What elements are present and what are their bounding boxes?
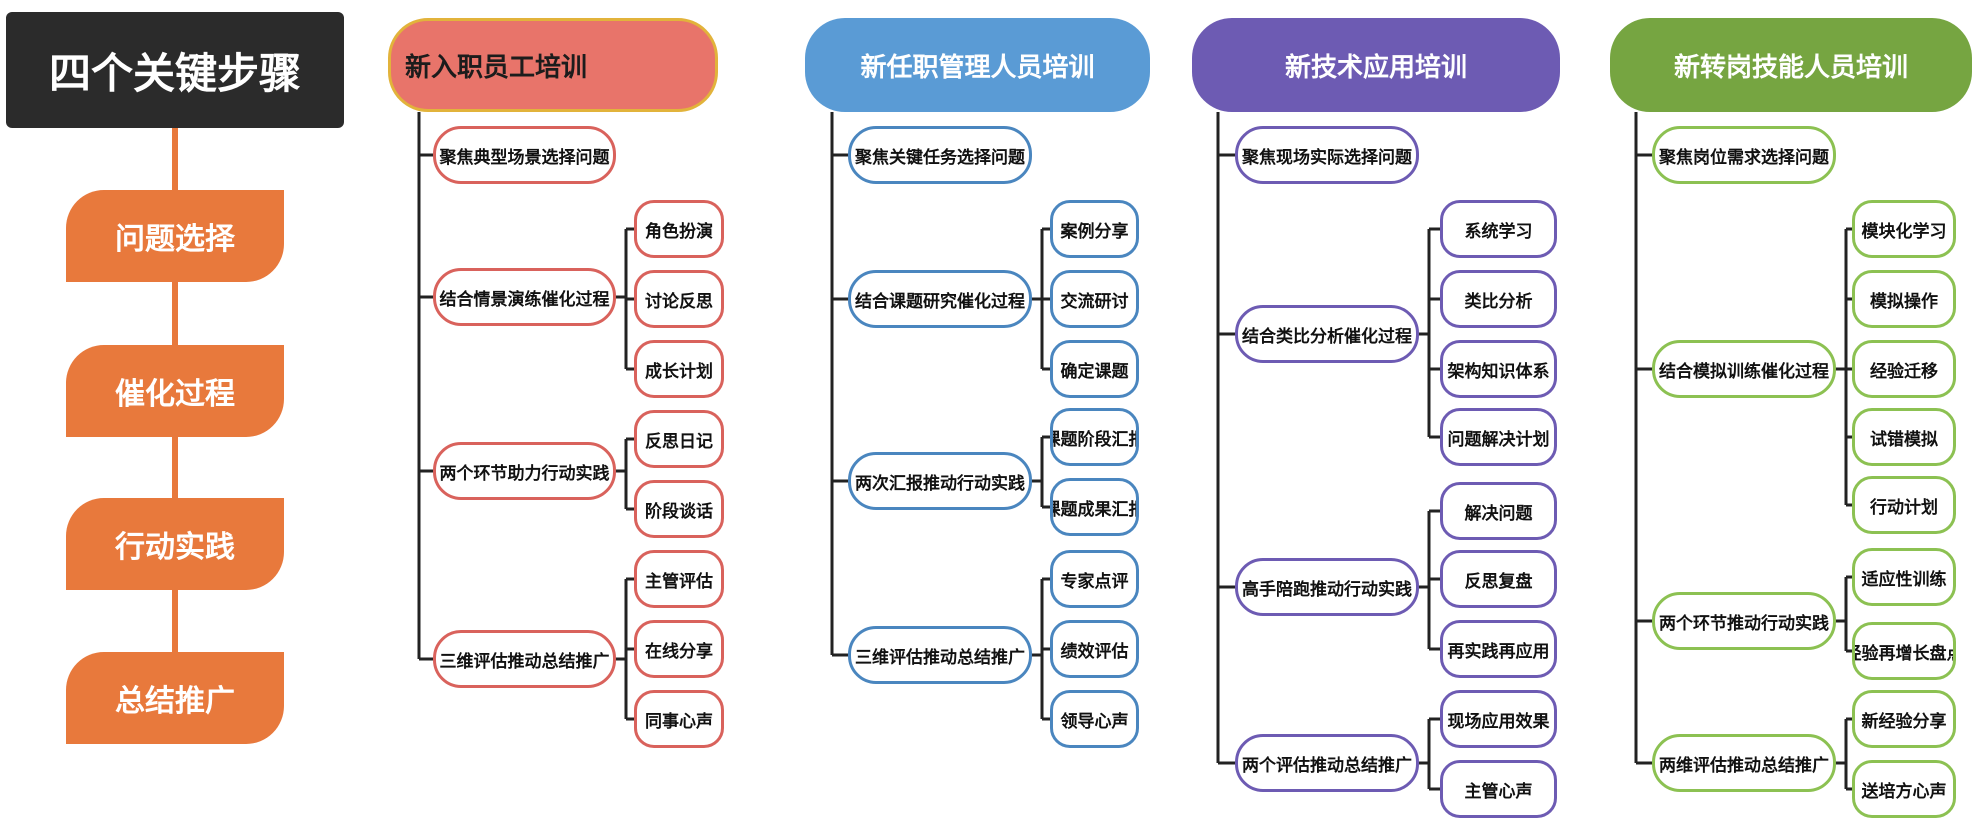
column-4-node-2: 结合模拟训练催化过程 (1652, 340, 1836, 398)
column-3-node-3: 高手陪跑推动行动实践 (1235, 558, 1419, 616)
column-1-node-4: 三维评估推动总结推广 (433, 630, 616, 688)
column-4-leaf-2-5: 行动计划 (1852, 476, 1956, 534)
column-2-node-4: 三维评估推动总结推广 (848, 626, 1032, 684)
column-3-leaf-4-2: 主管心声 (1440, 760, 1557, 818)
column-1-node-2: 结合情景演练催化过程 (433, 268, 616, 326)
column-2-leaf-4-1: 专家点评 (1050, 550, 1139, 608)
column-1-leaf-3-2: 阶段谈话 (634, 480, 724, 538)
column-4-leaf-2-1: 模块化学习 (1852, 200, 1956, 258)
column-2-node-2: 结合课题研究催化过程 (848, 270, 1032, 328)
diagram-title: 四个关键步骤 (6, 12, 344, 128)
column-3-leaf-3-3: 再实践再应用 (1440, 620, 1557, 678)
column-3-leaf-2-2: 类比分析 (1440, 270, 1557, 328)
column-header-1: 新入职员工培训 (388, 18, 718, 112)
column-1-leaf-3-1: 反思日记 (634, 410, 724, 468)
column-1-leaf-2-2: 讨论反思 (634, 270, 724, 328)
column-3-leaf-2-4: 问题解决计划 (1440, 408, 1557, 466)
column-4-leaf-2-3: 经验迁移 (1852, 340, 1956, 398)
column-2-node-1: 聚焦关键任务选择问题 (848, 126, 1032, 184)
column-3-node-1: 聚焦现场实际选择问题 (1235, 126, 1419, 184)
column-1-leaf-2-3: 成长计划 (634, 340, 724, 398)
column-2-leaf-3-1: 课题阶段汇报 (1050, 408, 1139, 466)
column-3-leaf-3-2: 反思复盘 (1440, 550, 1557, 608)
column-4-node-4: 两维评估推动总结推广 (1652, 734, 1836, 792)
step-box-3: 行动实践 (66, 498, 284, 590)
step-box-1: 问题选择 (66, 190, 284, 282)
column-1-leaf-4-1: 主管评估 (634, 550, 724, 608)
column-3-node-4: 两个评估推动总结推广 (1235, 734, 1419, 792)
column-2-leaf-2-1: 案例分享 (1050, 200, 1139, 258)
column-2-node-3: 两次汇报推动行动实践 (848, 452, 1032, 510)
column-3-leaf-4-1: 现场应用效果 (1440, 690, 1557, 748)
column-3-node-2: 结合类比分析催化过程 (1235, 305, 1419, 363)
column-2-leaf-4-2: 绩效评估 (1050, 620, 1139, 678)
column-4-node-1: 聚焦岗位需求选择问题 (1652, 126, 1836, 184)
column-1-node-3: 两个环节助力行动实践 (433, 442, 616, 500)
column-4-leaf-2-4: 试错模拟 (1852, 408, 1956, 466)
column-4-leaf-2-2: 模拟操作 (1852, 270, 1956, 328)
column-3-leaf-3-1: 解决问题 (1440, 482, 1557, 540)
column-3-leaf-2-1: 系统学习 (1440, 200, 1557, 258)
column-4-leaf-3-2: 经验再增长盘点 (1852, 622, 1956, 680)
column-4-leaf-3-1: 适应性训练 (1852, 548, 1956, 606)
step-box-4: 总结推广 (66, 652, 284, 744)
column-1-leaf-4-2: 在线分享 (634, 620, 724, 678)
column-header-4: 新转岗技能人员培训 (1610, 18, 1972, 112)
column-4-leaf-4-2: 送培方心声 (1852, 760, 1956, 818)
column-2-leaf-2-3: 确定课题 (1050, 340, 1139, 398)
column-2-leaf-3-2: 课题成果汇报 (1050, 478, 1139, 536)
column-4-node-3: 两个环节推动行动实践 (1652, 592, 1836, 650)
column-2-leaf-2-2: 交流研讨 (1050, 270, 1139, 328)
column-1-leaf-2-1: 角色扮演 (634, 200, 724, 258)
column-header-3: 新技术应用培训 (1192, 18, 1560, 112)
column-header-2: 新任职管理人员培训 (805, 18, 1150, 112)
column-1-node-1: 聚焦典型场景选择问题 (433, 126, 616, 184)
column-4-leaf-4-1: 新经验分享 (1852, 690, 1956, 748)
column-1-leaf-4-3: 同事心声 (634, 690, 724, 748)
column-2-leaf-4-3: 领导心声 (1050, 690, 1139, 748)
column-3-leaf-2-3: 架构知识体系 (1440, 340, 1557, 398)
step-box-2: 催化过程 (66, 345, 284, 437)
